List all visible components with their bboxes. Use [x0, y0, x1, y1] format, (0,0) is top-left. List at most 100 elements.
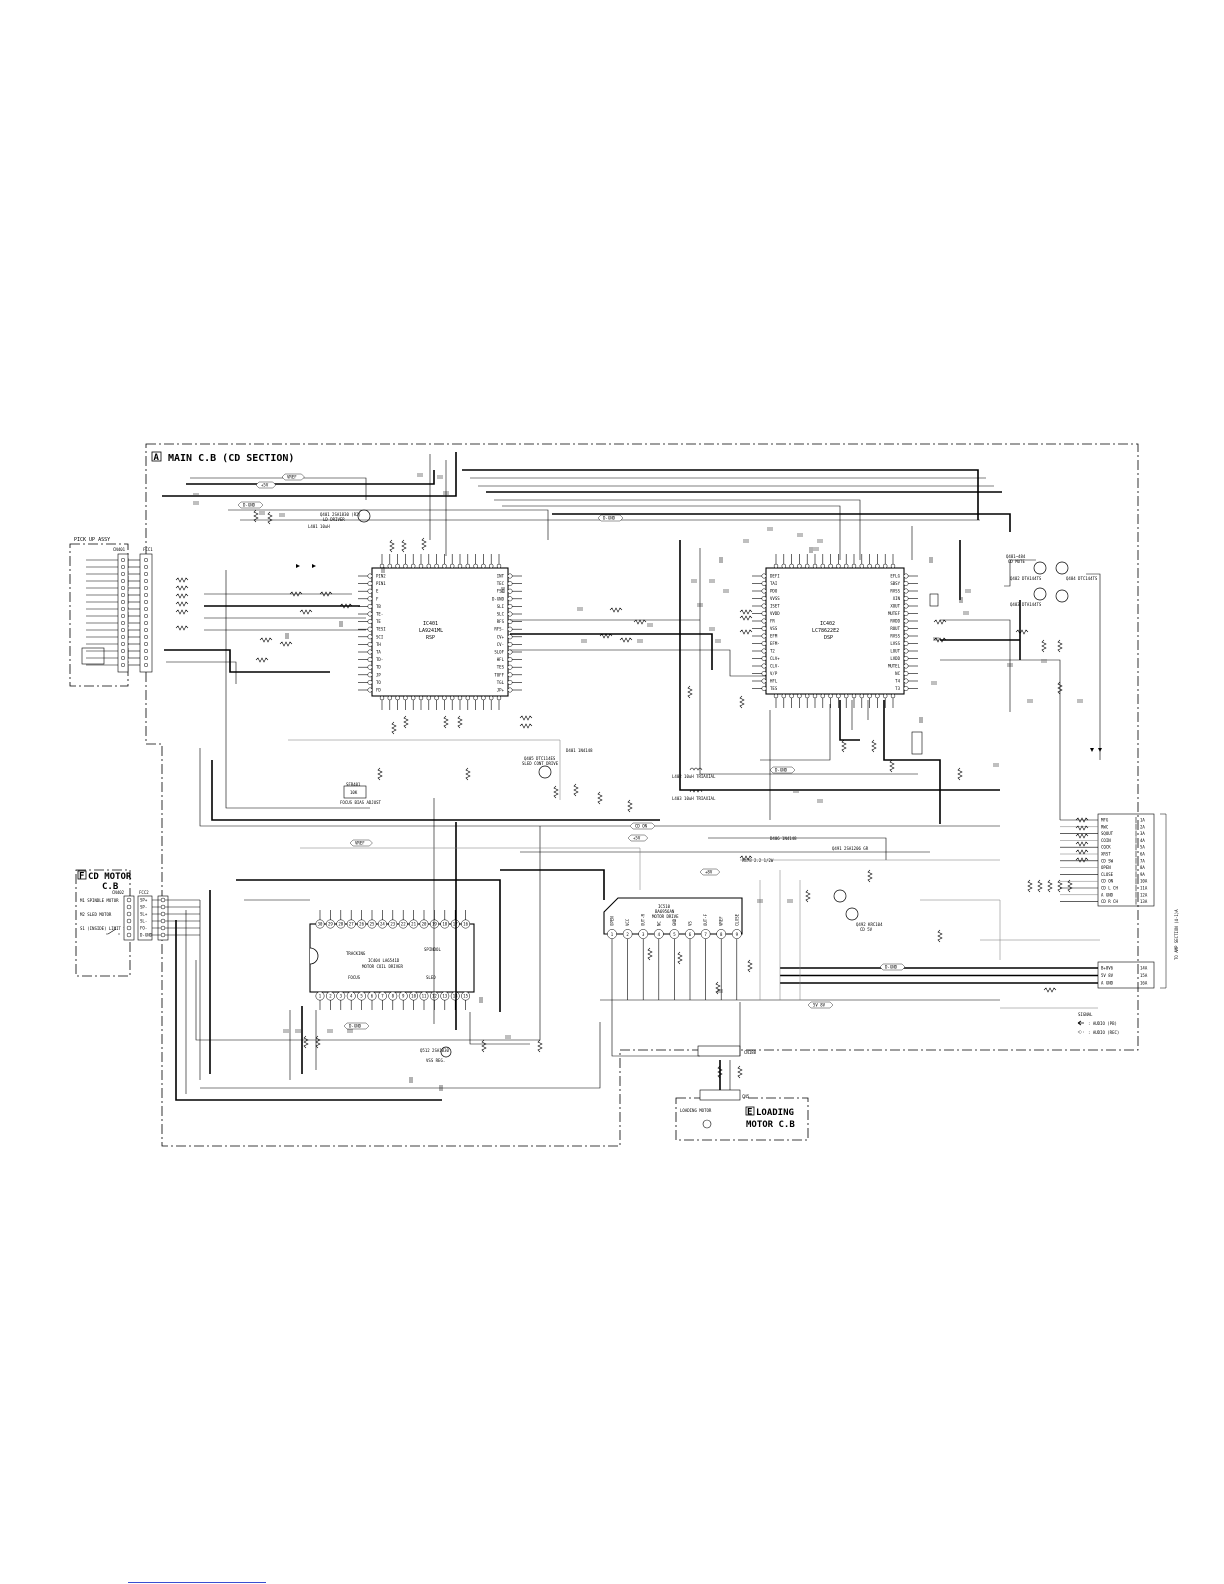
- resistor-symbol: [841, 739, 847, 753]
- capacitor-symbol: [437, 475, 443, 479]
- amp-signal-label: RWC: [1101, 824, 1109, 829]
- ic402-right-pins: EFLGSBSYRVSSXINXOUTMUTEFRVDDROUTRVSSLVSS…: [888, 574, 918, 691]
- ic402-body: [765, 567, 905, 695]
- ic402-right-pin: [903, 641, 909, 646]
- ic402-right-pin-label: RVSS: [890, 589, 900, 594]
- ic402-bottom-pin: [890, 693, 896, 699]
- cn402-pin: [126, 904, 132, 910]
- ic402-top-pin: [867, 563, 872, 569]
- legend-title: SIGNAL: [1078, 1012, 1093, 1017]
- amp-signal-label: CD ON: [1101, 879, 1114, 884]
- d401-label: D401 1N4148: [566, 748, 593, 753]
- cn401-pin: [143, 571, 149, 577]
- ic401-top-pin: [410, 563, 416, 569]
- wire-segment: [211, 760, 660, 821]
- wire-segment: [760, 704, 831, 761]
- ic402-left-pin: [761, 641, 767, 646]
- ic402-bottom-pin: [773, 693, 779, 699]
- ic510-pin-number: 1: [611, 932, 614, 937]
- ic401-right-pin-label: TGL: [497, 680, 505, 685]
- ic402-dsp: IC402 LC78622E2 DSP DEFITAIPDOVVSSISETVV…: [752, 554, 918, 708]
- cn401-pin: [143, 585, 149, 591]
- ic402-right-pin-label: T4: [895, 679, 900, 684]
- ic401-right-pin: [507, 672, 513, 678]
- ic402-right-pin: [903, 663, 909, 669]
- ic401-left-pin-label: SCI: [376, 634, 384, 639]
- net-label-tag: [597, 514, 624, 522]
- amp-signal-label: CD R CH: [1101, 899, 1118, 904]
- ic401-right-pin: [507, 641, 513, 647]
- ic401-bottom-pin: [410, 695, 416, 701]
- loading-badge: E: [747, 1108, 752, 1118]
- cd-motor-note: S1 (INSIDE) LIMIT SW: [80, 926, 129, 931]
- ic510-pin: [622, 929, 633, 939]
- resistor-symbol: [1057, 681, 1063, 695]
- ic404-bottom-pin-number: 1: [319, 994, 322, 999]
- cn402-label: CN402: [112, 890, 125, 895]
- ic402-bottom-pin: [836, 693, 841, 699]
- resistor-symbol: [175, 625, 189, 631]
- wire-segment: [175, 920, 442, 1101]
- signal-arrow-icon: [312, 564, 316, 568]
- ic402-top-pin: [851, 563, 857, 569]
- capacitor-symbol: [767, 527, 773, 531]
- resistor-symbol: [175, 577, 189, 583]
- cn401-pin: [143, 578, 149, 584]
- amp-signal-label: MFG: [1101, 818, 1109, 823]
- net-label-tag: [879, 963, 906, 971]
- net-label: D-GND: [349, 1024, 362, 1029]
- ic402-right-pin: [903, 686, 909, 691]
- ic402-left-pin-label: PDO: [770, 589, 778, 594]
- q484-label: Q484 DTC144TS: [1066, 576, 1098, 581]
- power-signal-label: A GND: [1101, 981, 1114, 986]
- ic402-top-pin: [828, 563, 833, 569]
- ic510-pin: [653, 929, 664, 939]
- capacitor-symbol: [929, 557, 933, 563]
- resistor-symbol: [597, 791, 603, 805]
- cd-motor-pin-label: SP+: [140, 898, 148, 903]
- ic510-pin-number: 9: [736, 932, 739, 937]
- ic404-bottom-pin-number: 9: [402, 994, 405, 999]
- ic401-bottom-pin: [473, 695, 478, 701]
- capacitor-symbol: [259, 511, 265, 515]
- amp-pin-number: 9A: [1140, 872, 1145, 877]
- ic401-top-pin: [426, 563, 432, 569]
- amp-signal-label: XRST: [1101, 852, 1111, 857]
- net-label: VREF: [355, 841, 365, 846]
- cn401-pin: [143, 592, 149, 598]
- power-pin-number: 16A: [1140, 981, 1148, 986]
- ic404-focus: FOCUS: [348, 975, 361, 980]
- wire-segment: [164, 649, 330, 673]
- ic401-right-pin-label: RFS: [497, 619, 505, 624]
- ic401-left-pin: [367, 679, 373, 685]
- resistor-symbol: [715, 981, 721, 995]
- ic402-left-pin: [761, 603, 767, 609]
- ic401-left-pin: [367, 588, 373, 594]
- capacitor-symbol: [817, 539, 823, 543]
- q492-transistor-icon: [845, 907, 859, 921]
- ic404-bottom-pin-number: 5: [360, 994, 363, 999]
- ic402-right-pin: [903, 633, 909, 639]
- fcc1-label: FCC1: [143, 547, 153, 552]
- cn401-pin: [143, 613, 149, 619]
- ic401-top-pin: [465, 563, 471, 569]
- signal-legend: SIGNAL : AUDIO (PB) : AUDIO (REC): [1077, 1012, 1119, 1035]
- ic402-left-pin: [761, 596, 767, 601]
- wire-segment: [1004, 559, 1036, 587]
- vr401-value: 10K: [350, 790, 358, 795]
- ic510-pin-name: OUT-F: [703, 913, 708, 926]
- resistor-symbol: [553, 785, 559, 799]
- resistor-symbol: [289, 591, 303, 597]
- resistor-symbol: [619, 637, 633, 643]
- ic404-top-pin-number: 25: [370, 922, 375, 927]
- ic402-right-pin: [903, 671, 909, 676]
- resistor-symbol: [633, 619, 647, 625]
- amp-pin-number: 2A: [1140, 824, 1145, 829]
- capacitor-symbol: [279, 513, 285, 517]
- q401-label: Q401 2SA1830 (R2): [320, 512, 361, 517]
- capacitor-symbol: [787, 899, 793, 903]
- ic402-left-pin-label: VVDD: [770, 611, 780, 616]
- resistor-symbol: [739, 615, 753, 621]
- ic510-pin-number: 7: [704, 932, 707, 937]
